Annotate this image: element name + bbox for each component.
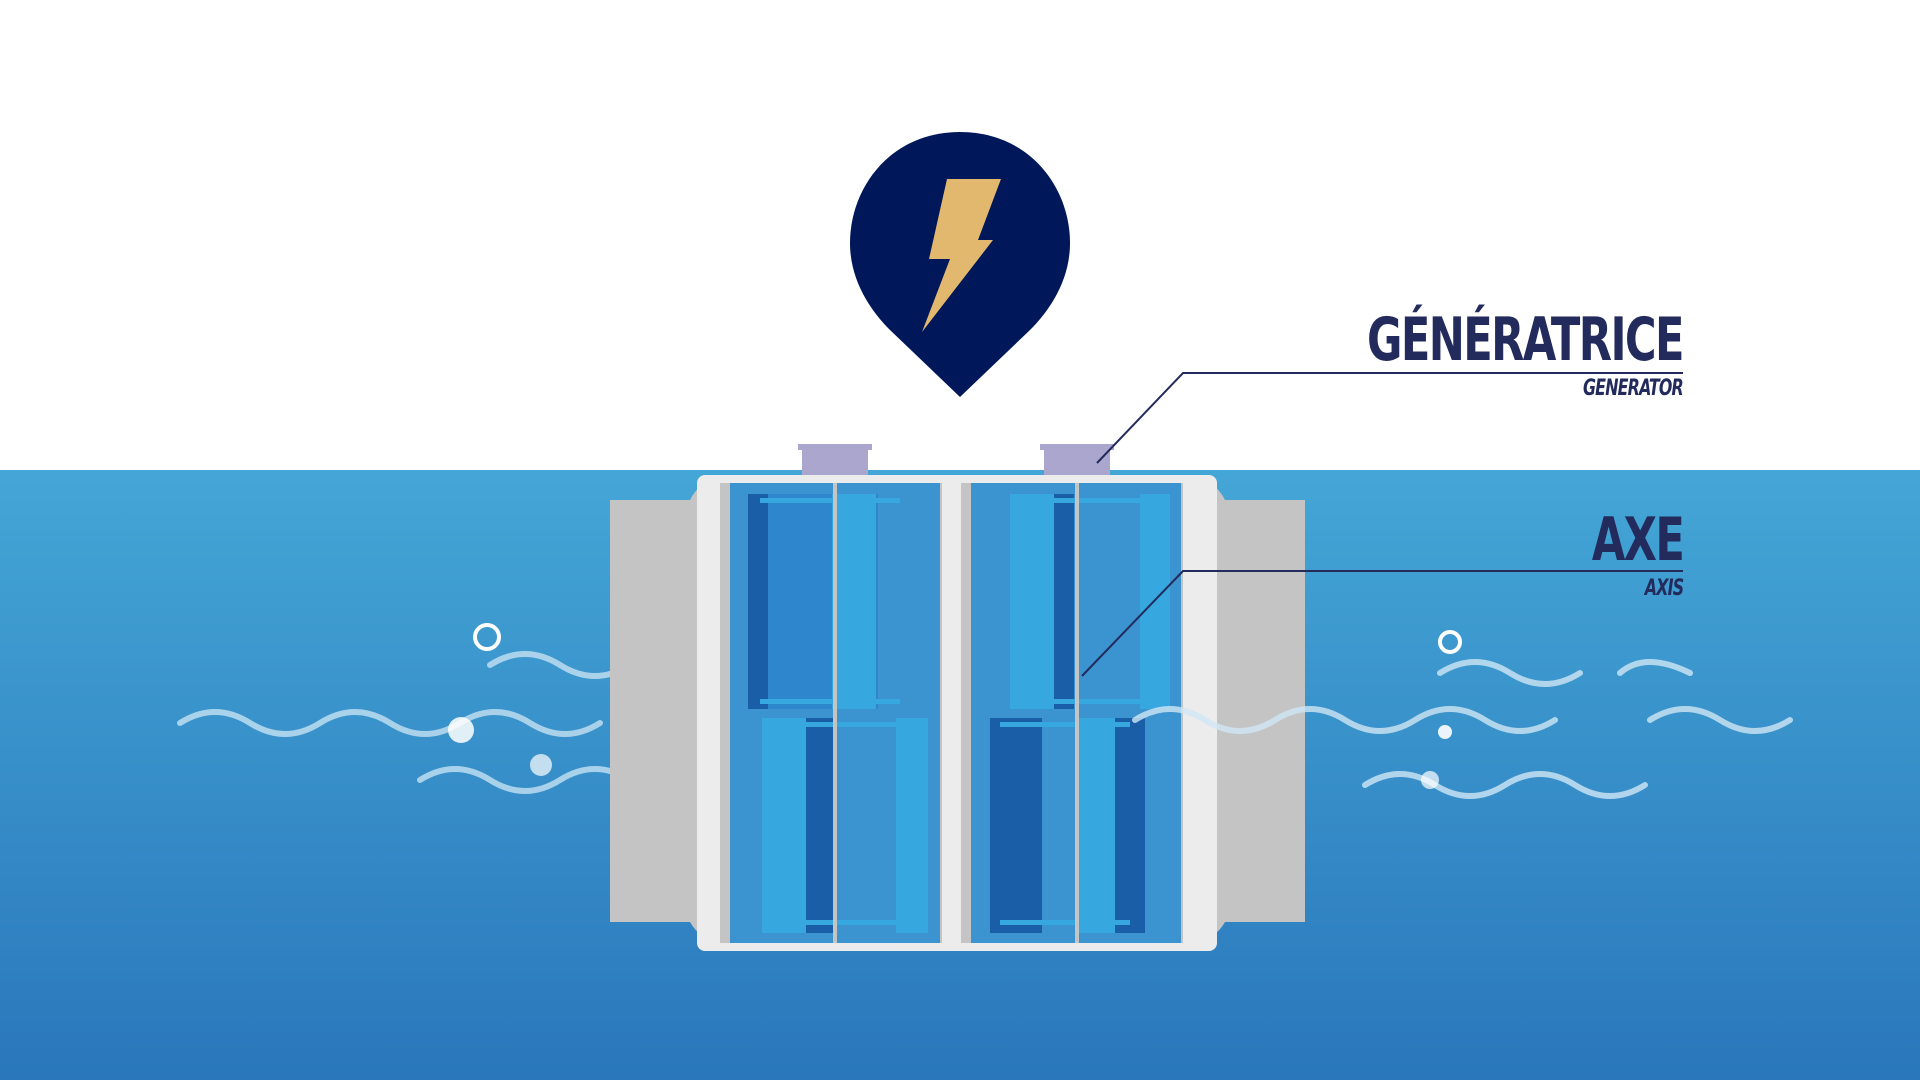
turbine-housing xyxy=(610,480,1305,940)
axis-label: AXE AXIS xyxy=(1569,505,1685,601)
leader-lines xyxy=(1081,372,1683,677)
axis-subtitle: AXIS xyxy=(1644,576,1683,601)
rotor-right xyxy=(990,494,1170,933)
rotor-left xyxy=(748,494,928,933)
axis-title: AXE xyxy=(1591,505,1685,575)
waves-front xyxy=(1132,659,1793,799)
bubbles-left xyxy=(448,623,552,776)
map-pin-icon xyxy=(850,132,1070,397)
generator-subtitle: GENERATOR xyxy=(1583,376,1684,401)
generator-label: GÉNÉRATRICE GENERATOR xyxy=(1288,305,1685,401)
bubbles-right xyxy=(1421,630,1462,789)
generator-title: GÉNÉRATRICE xyxy=(1367,305,1685,375)
lightning-bolt-icon xyxy=(922,179,1001,332)
axis-shafts xyxy=(833,483,1079,943)
generator-caps xyxy=(798,444,1114,478)
